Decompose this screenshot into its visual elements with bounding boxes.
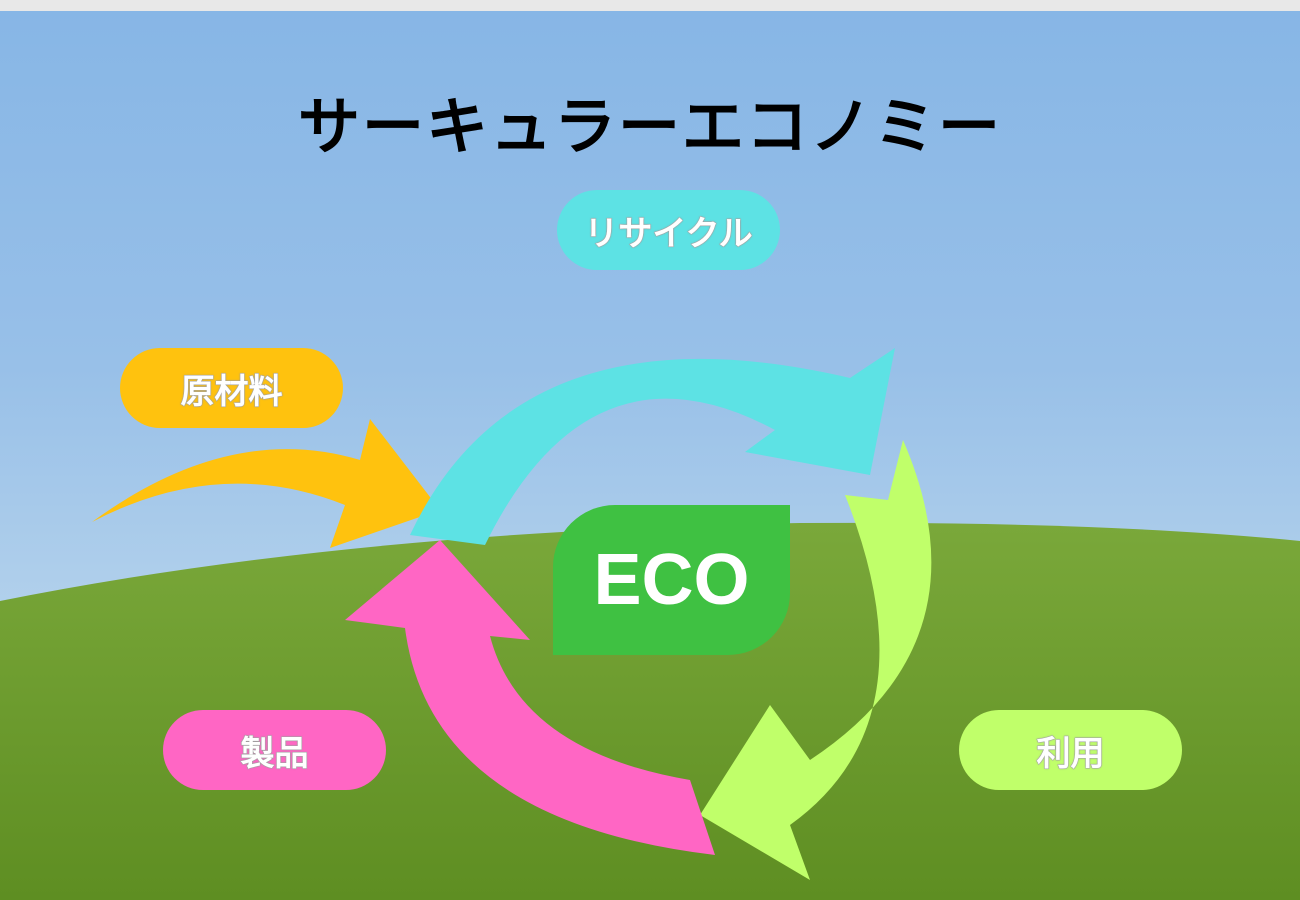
recycle-arrow: [410, 348, 895, 545]
diagram-graphics: [0, 348, 1300, 900]
eco-leaf-badge: ECO: [553, 505, 790, 655]
products-arrow: [345, 540, 715, 855]
page-title: サーキュラーエコノミー: [297, 90, 1002, 163]
grass-hill: [0, 522, 1300, 900]
slide: サーキュラーエコノミー 原材料 リサイクル 製品 利用 ECO: [0, 11, 1300, 900]
use-arrow: [700, 440, 932, 880]
label-raw-materials: 原材料: [120, 348, 343, 428]
raw-materials-arrow: [92, 419, 440, 548]
label-products: 製品: [163, 710, 386, 790]
label-recycle: リサイクル: [557, 190, 780, 270]
label-use: 利用: [959, 710, 1182, 790]
